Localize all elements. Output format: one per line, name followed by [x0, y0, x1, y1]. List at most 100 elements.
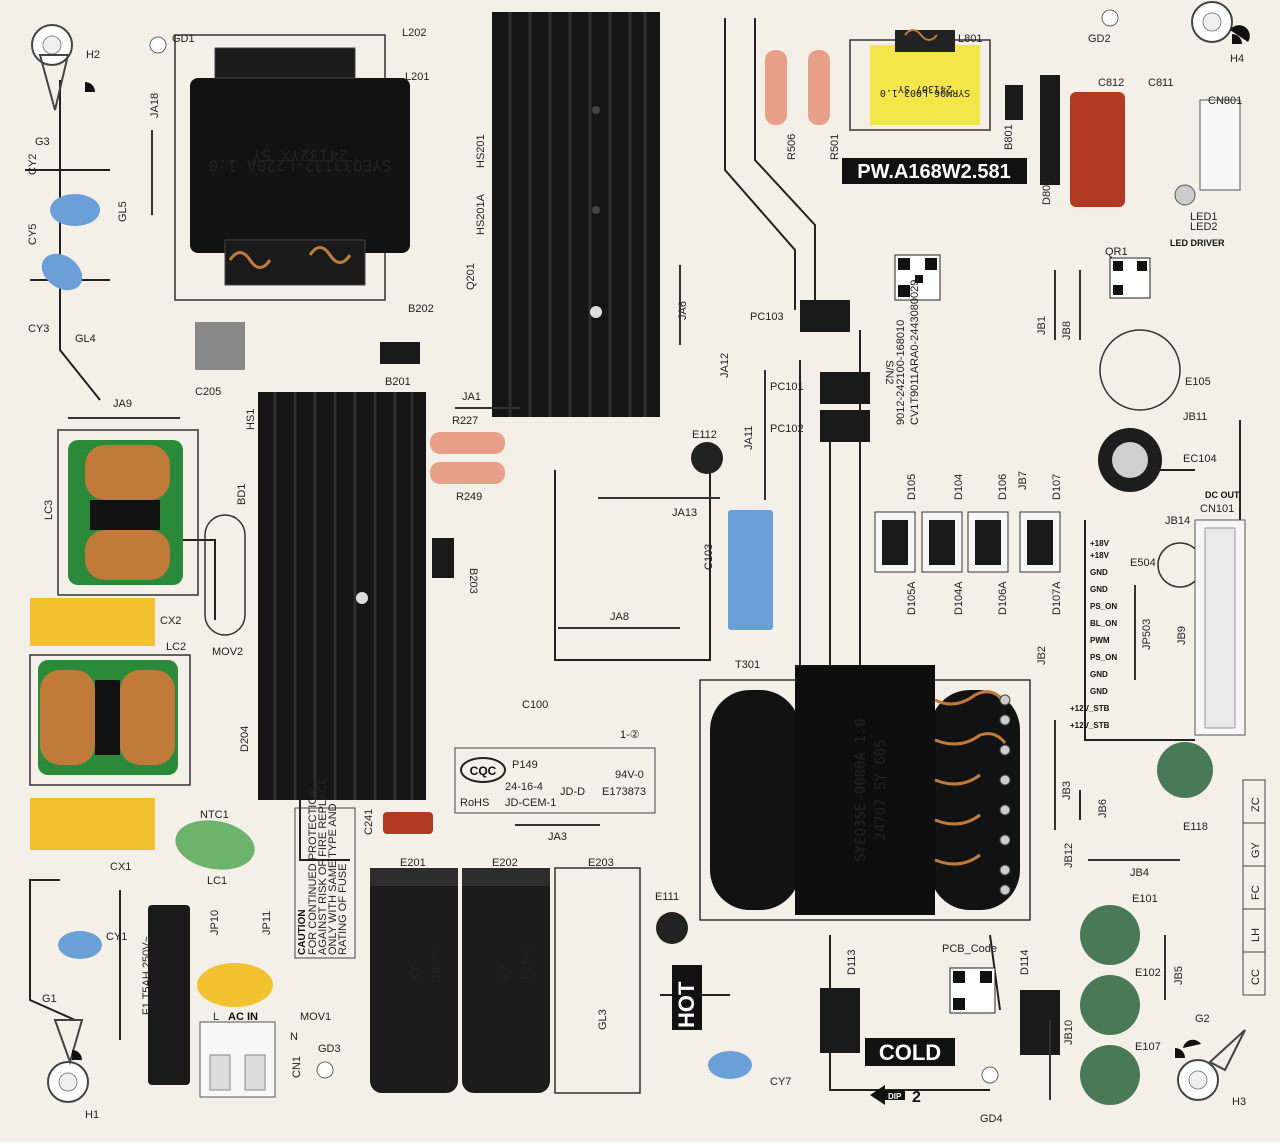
svg-text:JB7: JB7: [1017, 471, 1029, 490]
svg-text:D204: D204: [239, 726, 251, 752]
sn-label: S/N2: [883, 360, 895, 384]
heatsink-hs1: [258, 392, 426, 800]
hot-label: HOT: [674, 981, 699, 1028]
t301-pins: [999, 694, 1011, 896]
model-badge-bg: [842, 158, 1027, 184]
capacitor-e112: [691, 442, 723, 474]
led1-text: LED1: [1190, 211, 1218, 223]
right-strip: [1242, 779, 1266, 996]
svg-text:JA9: JA9: [113, 398, 132, 410]
svg-text:G1: G1: [42, 993, 57, 1005]
screw-icon: [356, 592, 368, 604]
svg-text:GL3: GL3: [597, 1009, 609, 1030]
svg-text:CX2: CX2: [160, 615, 181, 627]
svg-text:JP503: JP503: [1141, 619, 1153, 650]
capacitor-e107: [1080, 1045, 1140, 1105]
svg-text:HS201A: HS201A: [475, 193, 487, 235]
svg-text:CY1: CY1: [106, 931, 127, 943]
revision-text: 1-②: [620, 729, 640, 741]
p149-text: P149: [512, 759, 538, 771]
component-designators: H2 GD1 L202 L201 JA18 G3 CY2 GL5 CY5 CY3…: [27, 27, 1246, 1125]
svg-text:D106: D106: [997, 474, 1009, 500]
choke-lc2: [29, 654, 191, 786]
svg-text:GND: GND: [1090, 568, 1108, 577]
mounting-hole-icon: [149, 36, 167, 54]
svg-text:GY: GY: [1250, 841, 1262, 858]
diode-d113: [820, 988, 860, 1053]
diode-d801: [1040, 75, 1060, 185]
cold-label: COLD: [879, 1040, 941, 1065]
serial-number-2: CV1T9011ARA0-2443080029: [909, 280, 921, 425]
svg-text:JB9: JB9: [1176, 626, 1188, 645]
svg-text:NTC1: NTC1: [200, 809, 229, 821]
capacitor-cy1: [58, 931, 102, 959]
t301-marking-2: 24707 SY 605: [873, 739, 889, 840]
svg-text:JA11: JA11: [743, 426, 755, 450]
svg-text:JA1: JA1: [462, 391, 481, 403]
svg-text:+18V: +18V: [1090, 539, 1110, 548]
svg-text:CY3: CY3: [28, 323, 49, 335]
l201-marking-2: 24132YX SY: [251, 146, 348, 165]
mounting-hole-icon: [1191, 1, 1242, 44]
choke-lc3: [57, 429, 199, 596]
capacitor-e201: KY 105°C: [370, 868, 458, 1093]
mounting-hole-icon: [31, 24, 95, 111]
svg-text:Q201: Q201: [465, 263, 477, 290]
e-number-text: E173873: [602, 786, 646, 798]
svg-text:E101: E101: [1132, 893, 1158, 905]
capacitor-e102: [1080, 975, 1140, 1035]
qr-code-icon: [1109, 257, 1151, 299]
svg-text:D107: D107: [1051, 474, 1063, 500]
qr-code-icon: [949, 967, 996, 1014]
svg-text:PC103: PC103: [750, 311, 784, 323]
svg-text:LC1: LC1: [207, 875, 227, 887]
svg-text:H1: H1: [85, 1109, 99, 1121]
svg-text:D104A: D104A: [953, 581, 965, 615]
svg-text:E504: E504: [1130, 557, 1156, 569]
svg-text:PS_ON: PS_ON: [1090, 602, 1117, 611]
cqc-mark: CQC: [470, 764, 497, 778]
svg-text:HS201: HS201: [475, 134, 487, 168]
svg-text:D105A: D105A: [906, 581, 918, 615]
svg-text:AGAINST RISK OF FIRE REPLACE: AGAINST RISK OF FIRE REPLACE: [317, 777, 329, 955]
svg-text:GL4: GL4: [75, 333, 96, 345]
hot-badge-bg: [672, 965, 702, 1030]
svg-text:CY2: CY2: [27, 154, 39, 175]
capacitor-cx1: [30, 798, 155, 850]
svg-text:GND: GND: [1090, 687, 1108, 696]
ground-symbol-icon: [1183, 1039, 1201, 1048]
ul-rating-text: 94V-0: [615, 769, 644, 781]
resistor-r506: [765, 50, 787, 125]
svg-text:CAUTION: CAUTION: [297, 909, 308, 955]
svg-text:L201: L201: [405, 71, 429, 83]
resistor-r501: [808, 50, 830, 125]
svg-text:E102: E102: [1135, 967, 1161, 979]
svg-text:GD2: GD2: [1088, 33, 1111, 45]
svg-text:CX1: CX1: [110, 861, 131, 873]
ground-symbol-icon: [1230, 25, 1250, 42]
capacitor-e118: [1157, 742, 1213, 798]
svg-text:D104: D104: [953, 474, 965, 500]
e201-temp: 105°C: [430, 947, 443, 980]
mounting-hole-icon: [316, 1061, 334, 1079]
svg-text:E118: E118: [1183, 821, 1208, 833]
svg-text:JB12: JB12: [1063, 843, 1075, 868]
svg-text:H2: H2: [86, 49, 100, 61]
svg-text:+12V_STB: +12V_STB: [1070, 704, 1110, 713]
svg-text:CN1: CN1: [291, 1056, 303, 1078]
svg-text:LH: LH: [1250, 928, 1262, 942]
dip-number: 2: [912, 1089, 921, 1106]
svg-text:BD1: BD1: [236, 484, 248, 505]
svg-text:JA18: JA18: [149, 93, 161, 118]
capacitor-cy2: [50, 194, 100, 226]
capacitor-cy5: [41, 253, 83, 291]
caution-text: CAUTION FOR CONTINUED PROTECTION AGAINST…: [297, 777, 349, 955]
heatsink-hs201: [492, 12, 660, 417]
capacitor-cy7: [708, 1051, 752, 1079]
diode-b201: [380, 342, 420, 364]
capacitor-cx2: [30, 598, 155, 646]
svg-text:QR1: QR1: [1105, 246, 1128, 258]
svg-text:E112: E112: [692, 429, 717, 441]
svg-text:MOV1: MOV1: [300, 1011, 331, 1023]
